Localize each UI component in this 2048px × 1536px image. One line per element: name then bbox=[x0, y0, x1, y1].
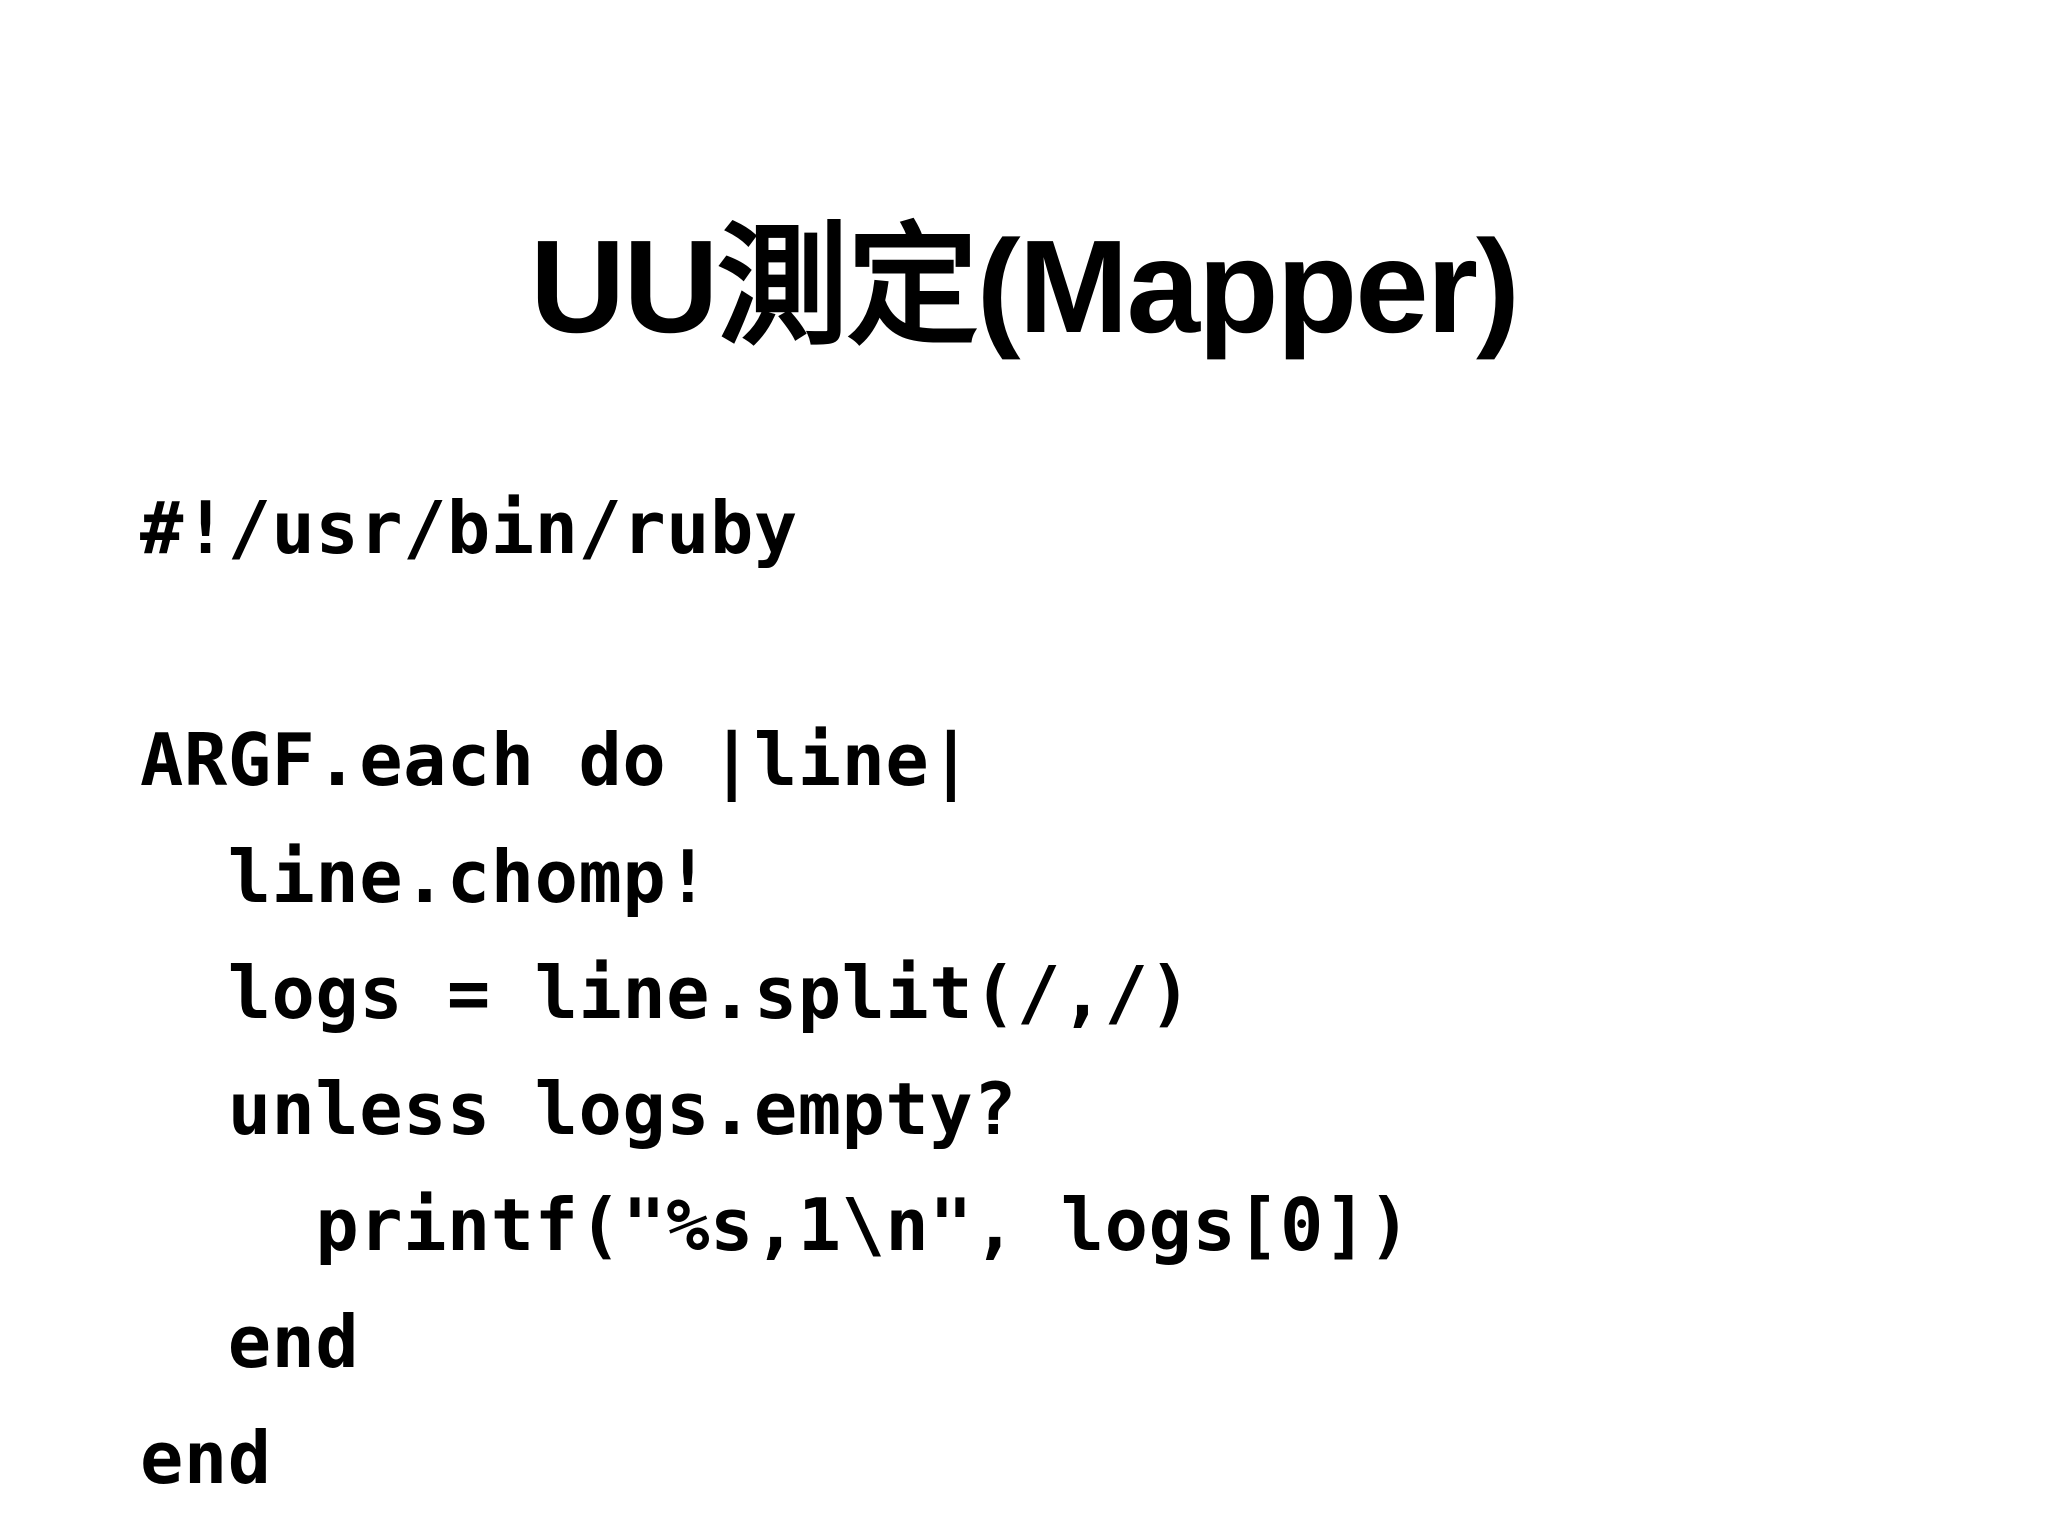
code-line: unless logs.empty? bbox=[140, 1067, 1017, 1152]
code-line: ARGF.each do |line| bbox=[140, 718, 974, 803]
code-line: #!/usr/bin/ruby bbox=[140, 486, 798, 570]
code-line: end bbox=[140, 1299, 360, 1384]
code-line bbox=[140, 586, 1990, 702]
code-line: line.chomp! bbox=[140, 834, 711, 919]
code-line: logs = line.split(/,/) bbox=[140, 950, 1193, 1035]
code-line: end bbox=[140, 1415, 272, 1500]
page-title: UU測定(Mapper) bbox=[530, 213, 1520, 361]
code-line: printf("%s,1\n", logs[0]) bbox=[140, 1183, 1412, 1268]
